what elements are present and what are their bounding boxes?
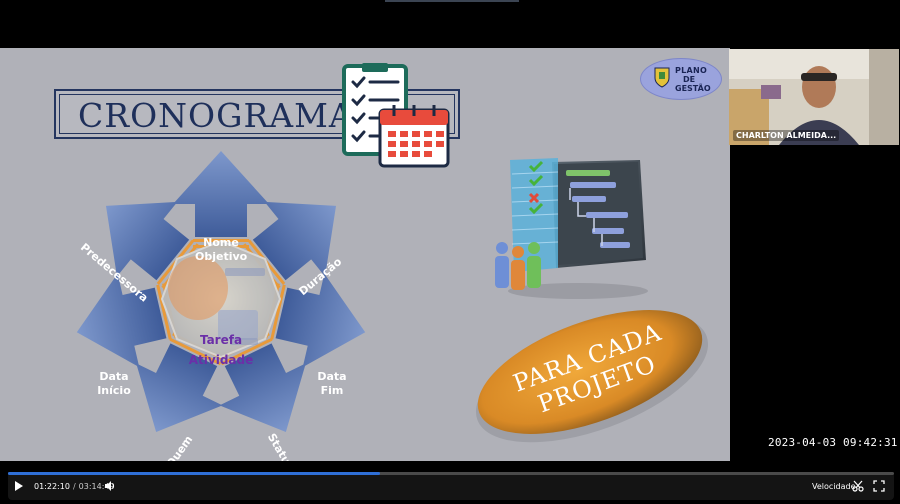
- time-display: 01:22:10 / 03:14:49: [34, 482, 115, 491]
- progress-bar[interactable]: [8, 472, 894, 475]
- top-indicator: [385, 0, 519, 2]
- presentation-slide: CRONOGRAMA: [0, 48, 730, 461]
- fullscreen-icon: [873, 480, 885, 492]
- volume-button[interactable]: [104, 480, 116, 492]
- recording-timestamp: 2023-04-03 09:42:31: [768, 436, 898, 449]
- time-separator: /: [72, 482, 76, 491]
- crest-icon: [654, 67, 670, 88]
- participant-name: CHARLTON ALMEIDA...: [733, 130, 840, 141]
- arrow-label-data-fim: Data Fim: [317, 370, 347, 397]
- participant-video-frame: [729, 49, 899, 145]
- fullscreen-button[interactable]: [873, 480, 885, 492]
- oval-badge: [475, 310, 709, 443]
- progress-fill: [8, 472, 381, 475]
- play-button[interactable]: [14, 480, 24, 492]
- participant-video[interactable]: CHARLTON ALMEIDA...: [729, 49, 899, 145]
- scissors-icon: [852, 480, 864, 492]
- total-duration: 03:14:49: [78, 482, 115, 491]
- center-label: Tarefa Atividade: [188, 333, 254, 367]
- speed-button[interactable]: Velocidade: [812, 482, 856, 491]
- play-icon: [15, 481, 23, 491]
- checklist-calendar-icon: [342, 63, 450, 168]
- arrow-label-data-inicio: Data Início: [97, 370, 131, 397]
- arrow-label-nome-objetivo: Nome Objetivo: [195, 236, 248, 263]
- slide-title: CRONOGRAMA: [78, 96, 354, 135]
- arrow-diagram-graphic: [76, 151, 366, 433]
- volume-icon: [105, 481, 115, 491]
- top-bar: [0, 0, 900, 48]
- gantt-chart-icon: [495, 158, 648, 299]
- arrow-diagram: Nome Objetivo Duração Data Fim Status Qu…: [50, 148, 395, 461]
- player-controls: 01:22:10 / 03:14:49 Velocidade: [8, 472, 894, 500]
- current-time: 01:22:10: [34, 482, 70, 491]
- clip-button[interactable]: [852, 480, 864, 492]
- plano-de-gestao-logo: PLANO DE GESTÃO: [640, 58, 722, 100]
